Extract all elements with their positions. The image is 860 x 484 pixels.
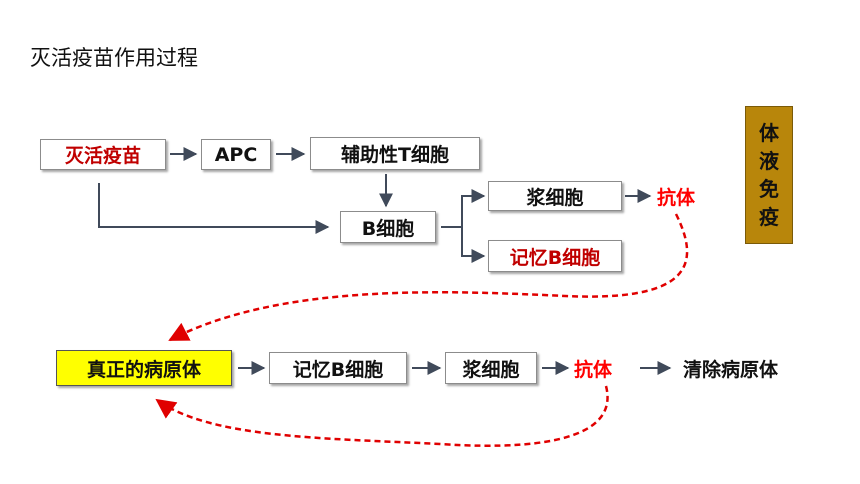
helper-t-cell-label: 辅助性T细胞 <box>341 144 449 166</box>
memory-b-cell-box-2: 记忆B细胞 <box>269 352 407 384</box>
helper-t-cell-box: 辅助性T细胞 <box>310 137 480 170</box>
apc-label: APC <box>214 143 258 166</box>
antibody-label-2: 抗体 <box>574 358 613 381</box>
vaccine-box: 灭活疫苗 <box>40 139 166 170</box>
arrow-bcell-memory <box>461 227 486 263</box>
memory-b-cell-label-2: 记忆B细胞 <box>292 358 384 381</box>
plasma-cell-box: 浆细胞 <box>488 181 622 211</box>
page-title: 灭活疫苗作用过程 <box>30 46 198 70</box>
apc-box: APC <box>201 139 271 170</box>
arrow-bcell-branch <box>441 189 486 228</box>
feedback-bottom-curve <box>155 385 609 447</box>
b-cell-box: B细胞 <box>340 211 436 243</box>
humoral-immunity-char-3: 免 <box>759 177 779 201</box>
memory-b-cell-label: 记忆B细胞 <box>509 246 601 269</box>
plasma-cell-box-2: 浆细胞 <box>445 352 537 384</box>
arrow-vaccine-bcell <box>98 183 330 234</box>
antibody-label: 抗体 <box>657 186 696 209</box>
real-pathogen-box: 真正的病原体 <box>56 350 232 386</box>
plasma-cell-label-2: 浆细胞 <box>462 358 520 381</box>
memory-b-cell-box: 记忆B细胞 <box>488 240 622 272</box>
vaccine-label: 灭活疫苗 <box>64 145 141 167</box>
humoral-immunity-char-4: 疫 <box>759 205 779 229</box>
clear-pathogen-label: 清除病原体 <box>683 358 779 381</box>
feedback-top-curve <box>168 213 689 342</box>
humoral-immunity-char-1: 体 <box>759 121 779 145</box>
real-pathogen-label: 真正的病原体 <box>86 358 201 381</box>
humoral-immunity-tag: 体 液 免 疫 <box>745 106 793 244</box>
b-cell-label: B细胞 <box>361 217 415 240</box>
plasma-cell-label: 浆细胞 <box>526 186 584 209</box>
humoral-immunity-char-2: 液 <box>759 149 779 173</box>
